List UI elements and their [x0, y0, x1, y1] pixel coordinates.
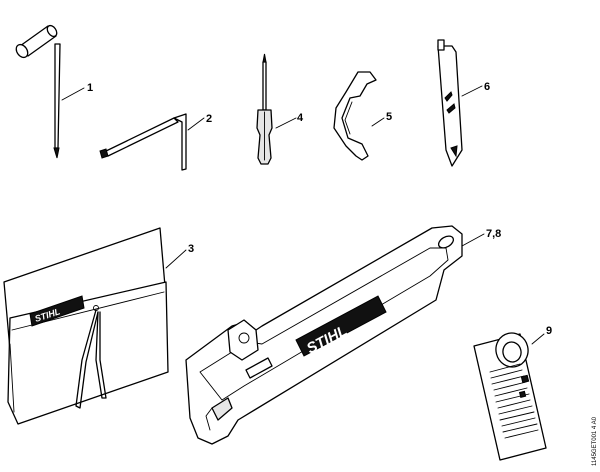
callout-9: 9	[546, 325, 552, 337]
part-5-carburetor-tool: 5	[333, 71, 392, 161]
callout-78: 7,8	[486, 228, 501, 240]
part-78-chain-guard: STIHL 7,8	[185, 225, 501, 445]
part-3-tool-pouch: STIHL 3	[3, 227, 194, 425]
callout-6: 6	[484, 81, 490, 93]
callout-3: 3	[188, 243, 194, 255]
part-9-hang-tag: 9	[473, 325, 552, 461]
callout-4: 4	[297, 112, 304, 124]
callout-5: 5	[386, 111, 392, 123]
part-6-file-gauge: 6	[437, 39, 490, 167]
part-2-hex-key: 2	[99, 113, 212, 171]
drawing-reference: 1145GET001 4 A0	[592, 416, 598, 466]
callout-2: 2	[206, 113, 212, 125]
part-4-screwdriver: 4	[256, 53, 304, 165]
part-1-combination-wrench: 1	[15, 24, 93, 159]
callout-1: 1	[87, 82, 93, 94]
